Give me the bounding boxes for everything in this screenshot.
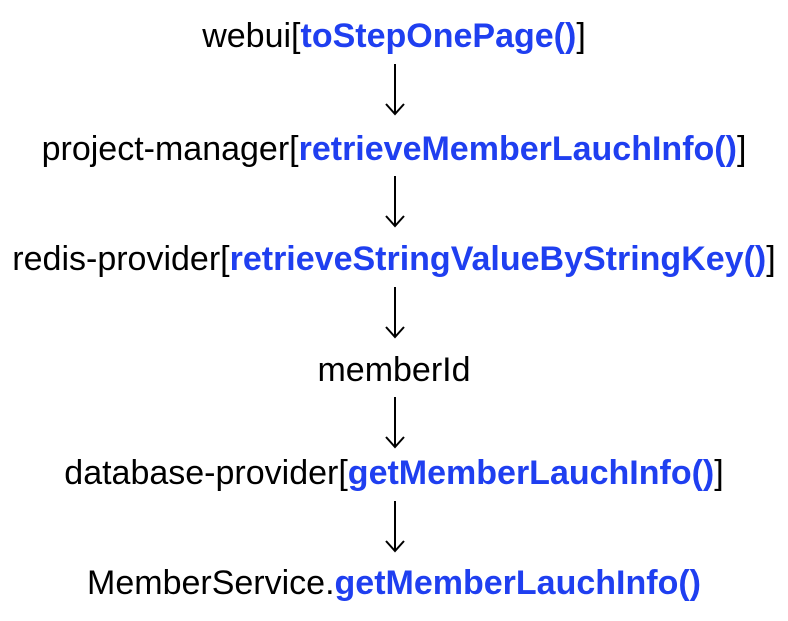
step-prefix: redis-provider[	[12, 240, 230, 278]
step-webui: webui[toStepOnePage()]	[0, 16, 788, 56]
step-project-manager: project-manager[retrieveMemberLauchInfo(…	[0, 129, 788, 169]
step-member-service: MemberService.getMemberLauchInfo()	[0, 563, 788, 603]
step-prefix: database-provider[	[64, 454, 348, 492]
step-suffix: ]	[736, 130, 747, 168]
step-redis-provider: redis-provider[retrieveStringValueByStri…	[0, 239, 788, 279]
step-function: retrieveMemberLauchInfo()	[298, 130, 737, 168]
step-prefix: memberId	[317, 351, 471, 389]
step-suffix: ]	[714, 454, 724, 492]
down-arrow-icon	[383, 62, 407, 118]
step-prefix: MemberService.	[87, 564, 335, 602]
step-prefix: project-manager[	[41, 130, 299, 168]
step-database-provider: database-provider[getMemberLauchInfo()]	[0, 453, 788, 493]
step-member-id: memberId	[0, 350, 788, 390]
step-prefix: webui[	[202, 17, 301, 55]
down-arrow-icon	[383, 499, 407, 555]
down-arrow-icon	[383, 174, 407, 230]
down-arrow-icon	[383, 285, 407, 341]
step-suffix: ]	[576, 17, 586, 55]
step-function: toStepOnePage()	[300, 17, 577, 55]
step-suffix: ]	[766, 240, 776, 278]
step-function: getMemberLauchInfo()	[347, 454, 715, 492]
step-function: getMemberLauchInfo()	[334, 564, 701, 602]
down-arrow-icon	[383, 395, 407, 451]
step-function: retrieveStringValueByStringKey()	[229, 240, 767, 278]
